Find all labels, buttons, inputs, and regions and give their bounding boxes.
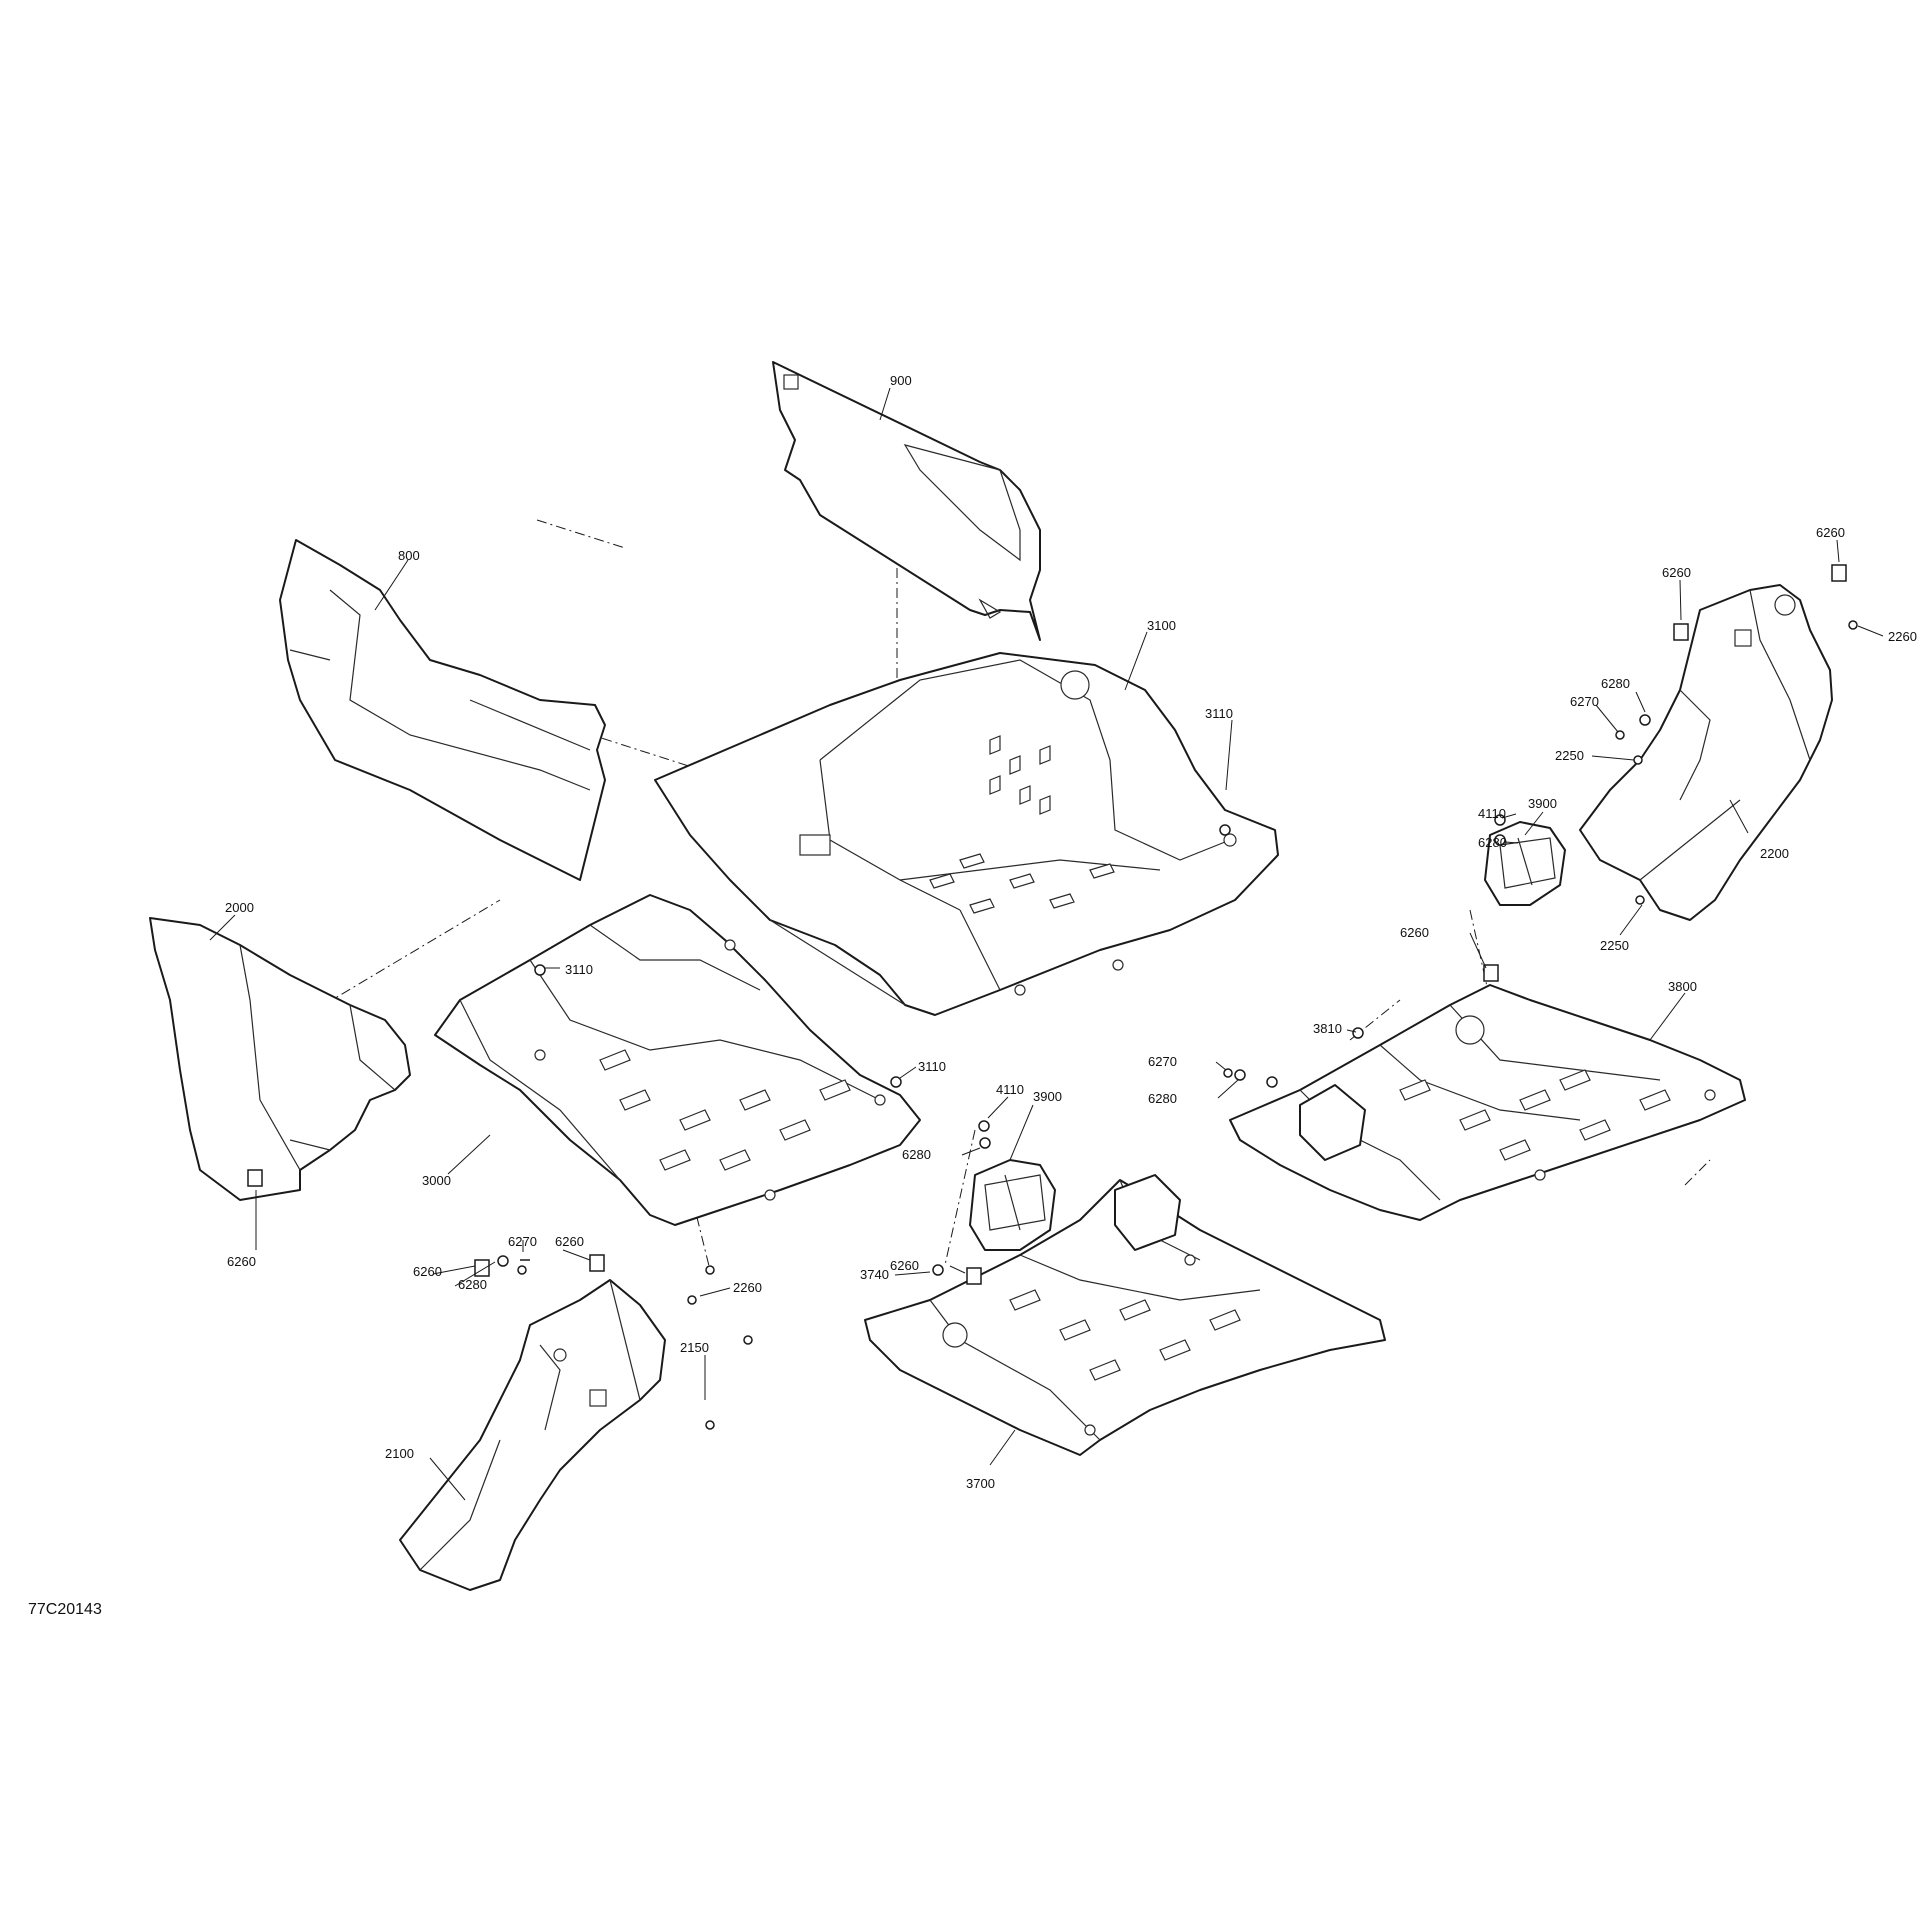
label-4110-front: 4110 <box>996 1082 1024 1097</box>
label-6260-left-panel: 6260 <box>227 1254 256 1269</box>
label-2100: 2100 <box>385 1446 414 1461</box>
label-4110-rear: 4110 <box>1478 806 1506 821</box>
floor-tub-3100 <box>654 652 1279 1016</box>
label-6270-front: 6270 <box>508 1234 537 1249</box>
label-3000: 3000 <box>422 1173 451 1188</box>
label-2000: 2000 <box>225 900 254 915</box>
label-2260-rear: 2260 <box>1888 629 1917 644</box>
panel-2000 <box>149 917 411 1201</box>
label-3110-rear: 3110 <box>1205 706 1233 721</box>
label-3740: 3740 <box>860 1267 889 1282</box>
label-6260-rear-guard-top: 6260 <box>1816 525 1845 540</box>
part-labels: 900 800 3100 3110 3110 3110 2000 3000 62… <box>28 373 1917 1618</box>
label-900: 900 <box>890 373 912 388</box>
floor-3000 <box>434 894 921 1226</box>
label-3700: 3700 <box>966 1476 995 1491</box>
label-3100: 3100 <box>1147 618 1176 633</box>
label-6270-rear-floor: 6270 <box>1148 1054 1177 1069</box>
label-2250-lower: 2250 <box>1600 938 1629 953</box>
label-3900-front: 3900 <box>1033 1089 1062 1104</box>
label-3110-front-left: 3110 <box>565 962 593 977</box>
label-3800: 3800 <box>1668 979 1697 994</box>
guard-2100 <box>399 1279 666 1591</box>
label-2250-upper: 2250 <box>1555 748 1584 763</box>
label-3810: 3810 <box>1313 1021 1342 1036</box>
hardware <box>247 564 1858 1430</box>
label-6260-rear-mount: 6260 <box>1400 925 1429 940</box>
label-6270-rear-guard: 6270 <box>1570 694 1599 709</box>
label-6260-rear-guard: 6260 <box>1662 565 1691 580</box>
label-6280-front: 6280 <box>458 1277 487 1292</box>
label-6260-front-guard-top: 6260 <box>555 1234 584 1249</box>
panel-800 <box>279 539 606 881</box>
label-2200: 2200 <box>1760 846 1789 861</box>
label-6280-rear-guard: 6280 <box>1601 676 1630 691</box>
label-6280-front-mount: 6280 <box>902 1147 931 1162</box>
figure-reference-code: 77C20143 <box>28 1601 102 1618</box>
floor-3700 <box>864 1174 1386 1456</box>
seat-mount-3900-left <box>969 1159 1056 1251</box>
label-2260-front: 2260 <box>733 1280 762 1295</box>
leader-lines <box>209 387 1884 1501</box>
panel-900 <box>772 361 1041 641</box>
label-3900-rear: 3900 <box>1528 796 1557 811</box>
label-6280-rear-floor: 6280 <box>1148 1091 1177 1106</box>
label-6260-front-mount: 6260 <box>890 1258 919 1273</box>
label-6280-rear-mount: 6280 <box>1478 835 1507 850</box>
floor-3800 <box>1229 984 1746 1221</box>
label-3110-front-right: 3110 <box>918 1059 946 1074</box>
label-800: 800 <box>398 548 420 563</box>
label-2150: 2150 <box>680 1340 709 1355</box>
guard-2200 <box>1579 584 1833 921</box>
label-6260-front-guard: 6260 <box>413 1264 442 1279</box>
